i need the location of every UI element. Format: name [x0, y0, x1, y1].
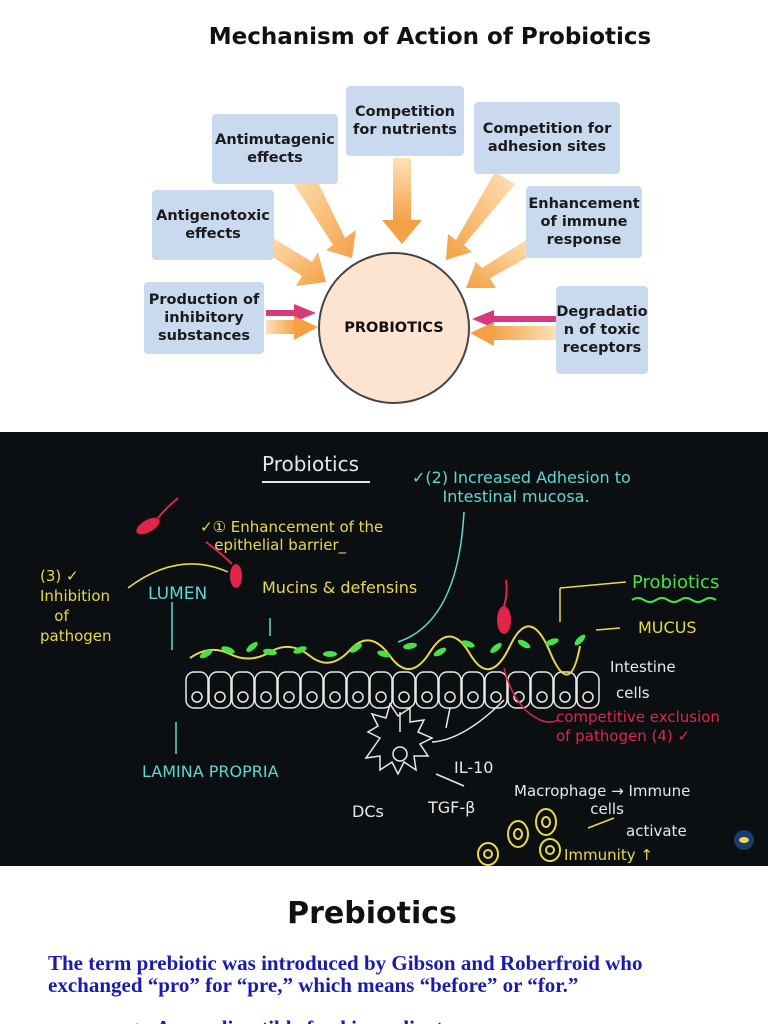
il10-label: IL-10: [454, 758, 494, 777]
point-2: ✓(2) Increased Adhesion to Intestinal mu…: [412, 468, 631, 506]
macrophages: [477, 808, 561, 866]
point-4: competitive exclusion of pathogen (4) ✓: [556, 708, 720, 745]
box-immune-response: Enhancement of immune response: [526, 186, 642, 258]
lamina-propria-label: LAMINA PROPRIA: [142, 762, 279, 781]
mucus-line: [189, 625, 581, 676]
intestine-cells: [185, 671, 600, 709]
point-3: (3) ✓ Inhibition of pathogen: [40, 567, 112, 645]
arrow-immune: [466, 240, 534, 288]
probiotics-circle: PROBIOTICS: [318, 252, 470, 404]
prebiotics-title: Prebiotics: [287, 896, 457, 931]
intestine-label: Intestine: [610, 658, 676, 676]
mechanism-diagram: Mechanism of Action of Probiotics: [0, 0, 768, 432]
tgf-label: TGF-β: [428, 798, 476, 817]
blackboard-title: Probiotics: [262, 452, 360, 476]
box-competition-nutrients: Competition for nutrients: [346, 86, 464, 156]
point-1: ✓① Enhancement of the epithelial barrier…: [200, 518, 384, 554]
box-toxic-receptors: Degradatio n of toxic receptors: [556, 286, 648, 374]
box-inhibitory-substances: Production of inhibitory substances: [144, 282, 264, 354]
blackboard-drawing: [127, 481, 754, 866]
lumen-label: LUMEN: [148, 584, 208, 604]
dendritic-cell: [364, 702, 434, 776]
box-antigenotoxic: Antigenotoxic effects: [152, 190, 274, 260]
arrow-degradation: [470, 310, 556, 346]
probiotics-label: Probiotics: [632, 572, 720, 593]
box-adhesion-sites: Competition for adhesion sites: [474, 102, 620, 174]
box-antimutagenic: Antimutagenic effects: [212, 114, 338, 184]
prebiotics-slide: Prebiotics The term prebiotic was introd…: [0, 866, 768, 1024]
diagram-title: Mechanism of Action of Probiotics: [208, 24, 652, 50]
arrow-antigenotoxic: [262, 236, 326, 286]
probiotic-rods: [199, 634, 586, 659]
arrow-nutrients: [382, 158, 422, 244]
immunity-label: Immunity ↑: [564, 846, 653, 864]
arrow-adhesion: [446, 172, 515, 260]
arrow-antimutagenic: [290, 170, 356, 258]
mucus-label: MUCUS: [638, 618, 697, 637]
activate-label: activate: [626, 822, 687, 840]
prebiotics-bullet: ➢ A non-digestible food ingredient: [134, 1016, 443, 1024]
prebiotics-paragraph: The term prebiotic was introduced by Gib…: [48, 951, 643, 997]
arrow-production: [266, 304, 318, 340]
blackboard: Probiotics ✓① Enhancement of the epithel…: [0, 432, 768, 866]
mucins-label: Mucins & defensins: [262, 578, 418, 597]
dcs-label: DCs: [352, 802, 384, 821]
blackboard-arrows: [127, 511, 627, 829]
cells-label: cells: [616, 684, 650, 702]
macrophage-label: Macrophage → Immune cells: [514, 782, 691, 818]
pathogens: [136, 497, 511, 634]
diagram-arrows: [262, 158, 556, 346]
